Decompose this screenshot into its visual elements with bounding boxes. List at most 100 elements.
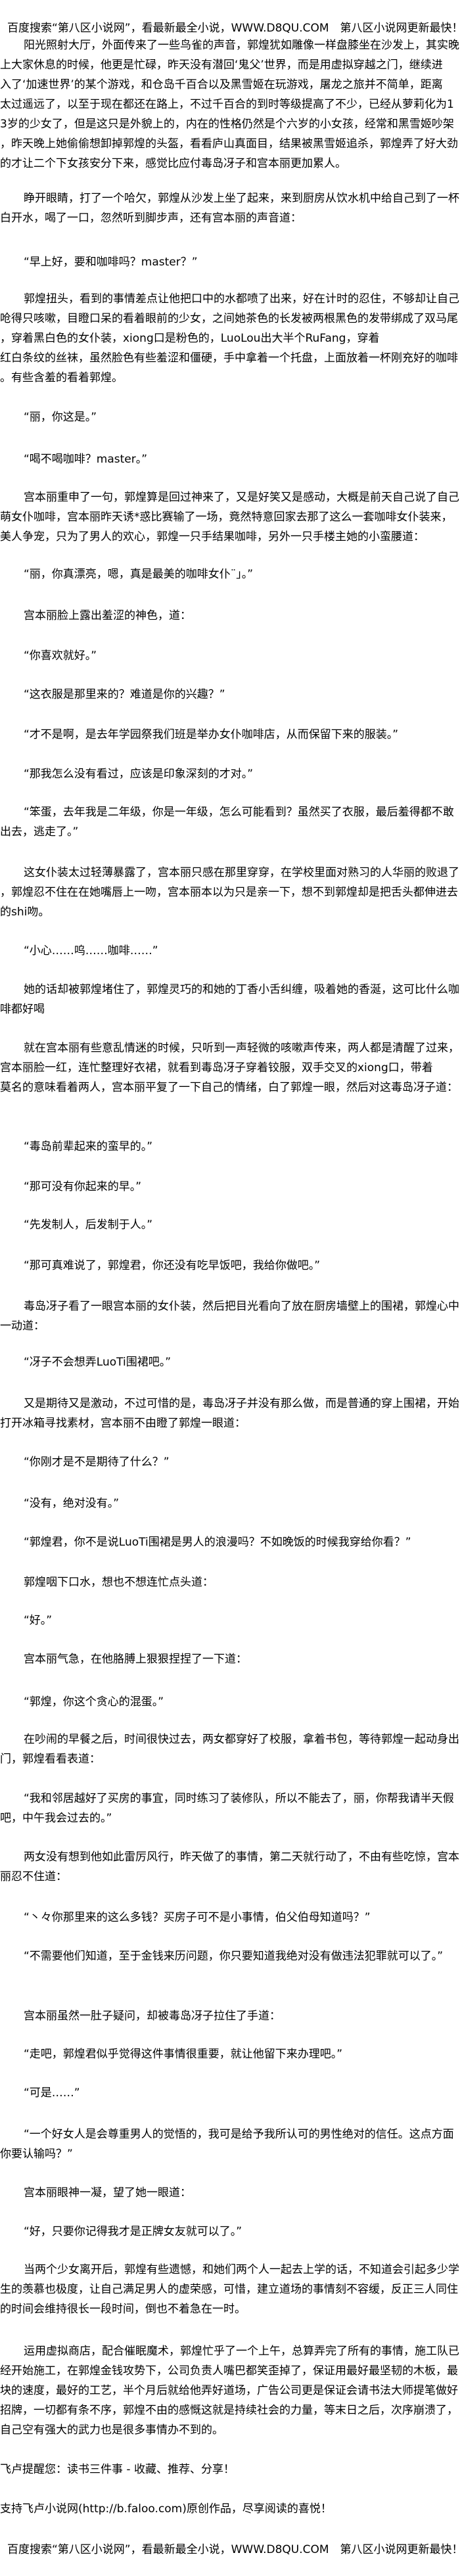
paragraph-line: 太过遥远了，以至于现在都还在路上，不过千百合的到时等级提高了不少，已经从萝莉化为…	[0, 98, 454, 111]
paragraph-line: “没有，绝对没有。”	[24, 1497, 120, 1510]
paragraph-line: “这衣服是那里来的？难道是你的兴趣？”	[24, 688, 225, 701]
paragraph-line: 阳光照射大厅，外面传来了一些鸟雀的声音，郭煌犹如雕像一样盘膝坐在沙发上，其实晚	[24, 39, 459, 52]
paragraph: “一个好女人是会尊重男人的觉悟的，我可是给予我所认可的男性绝对的信任。这点方面你…	[0, 2125, 460, 2164]
paragraph: “我和邻居越好了买房的事宜，同时练习了装修队，所以不能去了，丽，你帮我请半天假吧…	[0, 1789, 460, 1828]
paragraph: “小心……呜……咖啡……”	[0, 941, 460, 961]
paragraph: “早上好，要和咖啡吗？master？”	[0, 252, 460, 272]
paragraph-line: 红白条纹的丝袜，虽然脸色有些羞涩和僵硬，手中拿着一个托盘，上面放着一杯刚充好的咖…	[0, 352, 458, 365]
paragraph: “冴子不会想弄LuoTi围裙吧。”	[0, 1352, 460, 1372]
paragraph-line: 毒岛冴子看了一眼宫本丽的女仆装，然后把目光看向了放在厨房墙壁上的围裙，郭煌心中	[24, 1300, 459, 1313]
paragraph: 阳光照射大厅，外面传来了一些鸟雀的声音，郭煌犹如雕像一样盘膝坐在沙发上，其实晚上…	[0, 35, 460, 173]
paragraph-line: 的才让二个下女孩安分下来，感觉比应付毒岛冴子和宫本丽更加累人。	[0, 157, 346, 170]
paragraph-line: 门，郭煌看看表道：	[0, 1753, 101, 1766]
paragraph: “喝不喝咖啡？master。”	[0, 449, 460, 469]
paragraph-line: “先发制人，后发制于人。”	[24, 1218, 153, 1231]
paragraph-line: 吧，中午我会过去的。”	[0, 1812, 112, 1825]
paragraph-line: “郭煌，你这个贪心的混蛋。”	[24, 1695, 164, 1709]
site-notice-bottom: 百度搜索“第八区小说网”，看最新最全小说，WWW.D8QU.COM 第八区小说网…	[7, 2540, 460, 2560]
paragraph-line: 两女没有想到他如此雷厉风行，昨天做了的事情，第二天就行动了，不由有些吃惊，宫本	[24, 1851, 459, 1864]
paragraph-line: 郭煌扭头，看到的事情差点让他把口中的水都喷了出来，好在计时的忍住，不够却让自己	[24, 292, 459, 306]
paragraph-line: 宫本丽虽然一肚子疑问，却被毒岛冴子拉住了手道：	[24, 2010, 281, 2023]
paragraph-line: “那可没有你起来的早。”	[24, 1180, 142, 1193]
paragraph: 又是期待又是激动，不过可惜的是，毒岛冴子并没有那么做，而是普通的穿上围裙，开始打…	[0, 1394, 460, 1433]
paragraph-line: 出去，逃走了。”	[0, 825, 79, 839]
paragraph: 她的话却被郭煌堵住了，郭煌灵巧的和她的丁香小舌纠缠，吸着她的香涎，这可比什么咖啡…	[0, 980, 460, 1019]
paragraph-line: “才不是啊，是去年学园祭我们班是举办女仆咖啡店，从而保留下来的服装。”	[24, 728, 399, 741]
paragraph: 睁开眼睛，打了一个哈欠，郭煌从沙发上坐了起来，来到厨房从饮水机中给自己到了一杯白…	[0, 189, 460, 228]
paragraph-line: 块的速度，最好的工艺，半个月后就给他弄好道场，广告公司更是保证会请书法大师提笔做…	[0, 2384, 458, 2397]
paragraph-line: 招牌，一切都有条不序，郭煌不由的感慨这就是持续社会的力量，等末日之后，次序崩溃了…	[0, 2404, 458, 2417]
paragraph-line: 自己空有强大的武力也是很多事情办不到的。	[0, 2424, 223, 2437]
paragraph: “丽，你真漂亮，嗯，真是最美的咖啡女仆¨｣。”	[0, 564, 460, 584]
paragraph-line: “郭煌君，你不是说LuoTi围裙是男人的浪漫吗？不如晚饭的时候我穿给你看？”	[24, 1536, 411, 1549]
paragraph-line: 当两个少女离开后，郭煌有些遗憾，和她们两个人一起去上学的话，不知道会引起多少学	[24, 2263, 459, 2276]
site-notice-text: 百度搜索“第八区小说网”，看最新最全小说，WWW.D8QU.COM 第八区小说网…	[7, 2543, 460, 2556]
paragraph: “才不是啊，是去年学园祭我们班是举办女仆咖啡店，从而保留下来的服装。”	[0, 725, 460, 745]
paragraph-line: 这女仆装太过轻薄暴露了，宫本丽只感在那里穿穿，在学校里面对熟习的人华丽的败退了	[24, 866, 459, 879]
paragraph: 两女没有想到他如此雷厉风行，昨天做了的事情，第二天就行动了，不由有些吃惊，宫本丽…	[0, 1847, 460, 1887]
support-text: 支持飞卢小说网(http://b.faloo.com)原创作品，尽享阅读的喜悦！	[0, 2502, 332, 2516]
paragraph-line: 一动道：	[0, 1320, 45, 1333]
paragraph: “那可没有你起来的早。”	[0, 1177, 460, 1197]
paragraph-line: 宫本丽脸一红，连忙整理好衣裙，就看到毒岛冴子穿着铰服，双手交叉的xiong口，带…	[0, 1061, 433, 1074]
paragraph: 宫本丽气急，在他胳膊上狠狠捏捏了一下道：	[0, 1649, 460, 1669]
paragraph-line: 。有些含羞的看着郭煌。	[0, 371, 123, 384]
paragraph-line: 在吵闹的早餐之后，时间很快过去，两女都穿好了校服，拿着书包，等待郭煌一起动身出	[24, 1733, 459, 1746]
paragraph-line: 生的羡慕也极度，让自己满足男人的虚荣感，可惜，建立道场的事情刻不容缓，反正三人同…	[0, 2283, 458, 2296]
paragraph: “不需要他们知道，至于金钱来历问题，你只要知道我绝对没有做违法犯罪就可以了。”	[0, 1946, 460, 1966]
paragraph: 当两个少女离开后，郭煌有些遗憾，和她们两个人一起去上学的话，不知道会引起多少学生…	[0, 2260, 460, 2319]
paragraph: 宫本丽重申了一句，郭煌算是回过神来了，又是好笑又是感动，大概是前天自己说了自己萌…	[0, 488, 460, 547]
paragraph-line: ，穿着黑白色的女仆装，xiong口是粉色的，LuoLou出大半个RuFang，穿…	[0, 332, 380, 345]
paragraph-line: 丽忍不住道：	[0, 1870, 67, 1883]
paragraph-line: “走吧，郭煌君似乎觉得这件事情很重要，就让他留下来办理吧。”	[24, 2048, 343, 2061]
paragraph-line: “毒岛前辈起来的蛮早的。”	[24, 1140, 153, 1153]
reminder-text: 飞卢提醒您：读书三件事 - 收藏、推荐、分享！	[0, 2463, 235, 2476]
paragraph: 毒岛冴子看了一眼宫本丽的女仆装，然后把目光看向了放在厨房墙壁上的围裙，郭煌心中一…	[0, 1297, 460, 1336]
paragraph-line: 郭煌咽下口水，想也不想连忙点头道：	[24, 1576, 214, 1589]
paragraph-line: “那我怎么没有看过，应该是印象深刻的才对。”	[24, 768, 254, 781]
paragraph-line: “那可真难说了，郭煌君，你还没有吃早饭吧，我给你做吧。”	[24, 1259, 321, 1272]
paragraph-line: 宫本丽气急，在他胳膊上狠狠捏捏了一下道：	[24, 1653, 247, 1666]
paragraph: “你刚才是不是期待了什么？”	[0, 1452, 460, 1472]
paragraph: “那可真难说了，郭煌君，你还没有吃早饭吧，我给你做吧。”	[0, 1256, 460, 1276]
paragraph: “可是……”	[0, 2083, 460, 2103]
paragraph-line: “丶々你那里来的这么多钱？买房子可不是小事情，伯父伯母知道吗？”	[24, 1911, 371, 1924]
paragraph-line: “好。”	[24, 1614, 53, 1627]
paragraph-line: 经开始施工，在郭煌金钱攻势下，公司负责人嘴巴都笑歪掉了，保证用最好最坚韧的木板，…	[0, 2364, 458, 2378]
paragraph-line: “喝不喝咖啡？master。”	[24, 453, 148, 466]
paragraph-line: 美人争宠，只为了男人的欢心，郭煌一只手结果咖啡，另外一只手楼主她的小蛮腰道：	[0, 530, 425, 543]
paragraph: “走吧，郭煌君似乎觉得这件事情很重要，就让他留下来办理吧。”	[0, 2044, 460, 2064]
paragraph: “毒岛前辈起来的蛮早的。”	[0, 1137, 460, 1157]
paragraph-line: 呛得只咳嗽，目瞪口呆的看着眼前的少女，之间她茶色的长发被两根黑色的发带绑成了双马…	[0, 312, 458, 325]
paragraph: 运用虚拟商店，配合催眠魔术，郭煌忙乎了一个上午，总算弄完了所有的事情，施工队已经…	[0, 2341, 460, 2440]
paragraph-line: 打开冰箱寻找素材，宫本丽不由瞪了郭煌一眼道：	[0, 1417, 246, 1430]
paragraph-line: 入了‘加速世界’的某个游戏，和仓岛千百合以及黑雪姬在玩游戏，屠龙之旅并不简单，距…	[0, 78, 443, 91]
paragraph: 就在宫本丽有些意乱情迷的时候，只听到一声轻微的咳嗽声传来，两人都是清醒了过来，宫…	[0, 1038, 460, 1097]
paragraph-line: “早上好，要和咖啡吗？master？”	[24, 256, 198, 269]
paragraph: 郭煌咽下口水，想也不想连忙点头道：	[0, 1573, 460, 1592]
paragraph: “你喜欢就好。”	[0, 646, 460, 666]
paragraph-line: “你喜欢就好。”	[24, 649, 97, 662]
paragraph-line: “丽，你这是。”	[24, 411, 97, 424]
paragraph-line: “不需要他们知道，至于金钱来历问题，你只要知道我绝对没有做违法犯罪就可以了。”	[24, 1950, 444, 1963]
paragraph-line: 莫名的意味看着两人，宫本丽平复了一下自己的情绪，白了郭煌一眼，然后对这毒岛冴子道…	[0, 1081, 458, 1094]
paragraph-line: 睁开眼睛，打了一个哈欠，郭煌从沙发上坐了起来，来到厨房从饮水机中给自己到了一杯	[24, 192, 459, 205]
paragraph-line: “你刚才是不是期待了什么？”	[24, 1456, 170, 1469]
paragraph: “丽，你这是。”	[0, 407, 460, 427]
paragraph: 宫本丽眼神一凝，望了她一眼道：	[0, 2183, 460, 2203]
paragraph: 这女仆装太过轻薄暴露了，宫本丽只感在那里穿穿，在学校里面对熟习的人华丽的败退了 ，…	[0, 863, 460, 922]
paragraph-line: “可是……”	[24, 2086, 80, 2100]
paragraph-line: 的shi吻。	[0, 906, 50, 919]
paragraph-line: 又是期待又是激动，不过可惜的是，毒岛冴子并没有那么做，而是普通的穿上围裙，开始	[24, 1397, 459, 1410]
paragraph: 在吵闹的早餐之后，时间很快过去，两女都穿好了校服，拿着书包，等待郭煌一起动身出门…	[0, 1730, 460, 1769]
paragraph: “先发制人，后发制于人。”	[0, 1215, 460, 1235]
paragraph-line: ，郭煌忍不住在在她嘴唇上一吻，宫本丽本以为只是亲一下，想不到郭煌却是把舌头都伸进…	[0, 886, 458, 899]
paragraph-line: “好，只要你记得我才是正牌女友就可以了。”	[24, 2225, 242, 2238]
footer-support: 支持飞卢小说网(http://b.faloo.com)原创作品，尽享阅读的喜悦！	[0, 2499, 460, 2519]
site-notice-text: 百度搜索“第八区小说网”，看最新最全小说，WWW.D8QU.COM 第八区小说网…	[7, 22, 460, 35]
paragraph-line: “笨蛋，去年我是二年级，你是一年级，怎么可能看到？虽然买了衣服，最后羞得都不敢	[24, 806, 454, 819]
paragraph-line: 宫本丽眼神一凝，望了她一眼道：	[24, 2186, 191, 2199]
paragraph: “这衣服是那里来的？难道是你的兴趣？”	[0, 685, 460, 704]
paragraph-line: 她的话却被郭煌堵住了，郭煌灵巧的和她的丁香小舌纠缠，吸着她的香涎，这可比什么咖	[24, 983, 459, 996]
paragraph-line: 宫本丽重申了一句，郭煌算是回过神来了，又是好笑又是感动，大概是前天自己说了自己	[24, 491, 459, 504]
